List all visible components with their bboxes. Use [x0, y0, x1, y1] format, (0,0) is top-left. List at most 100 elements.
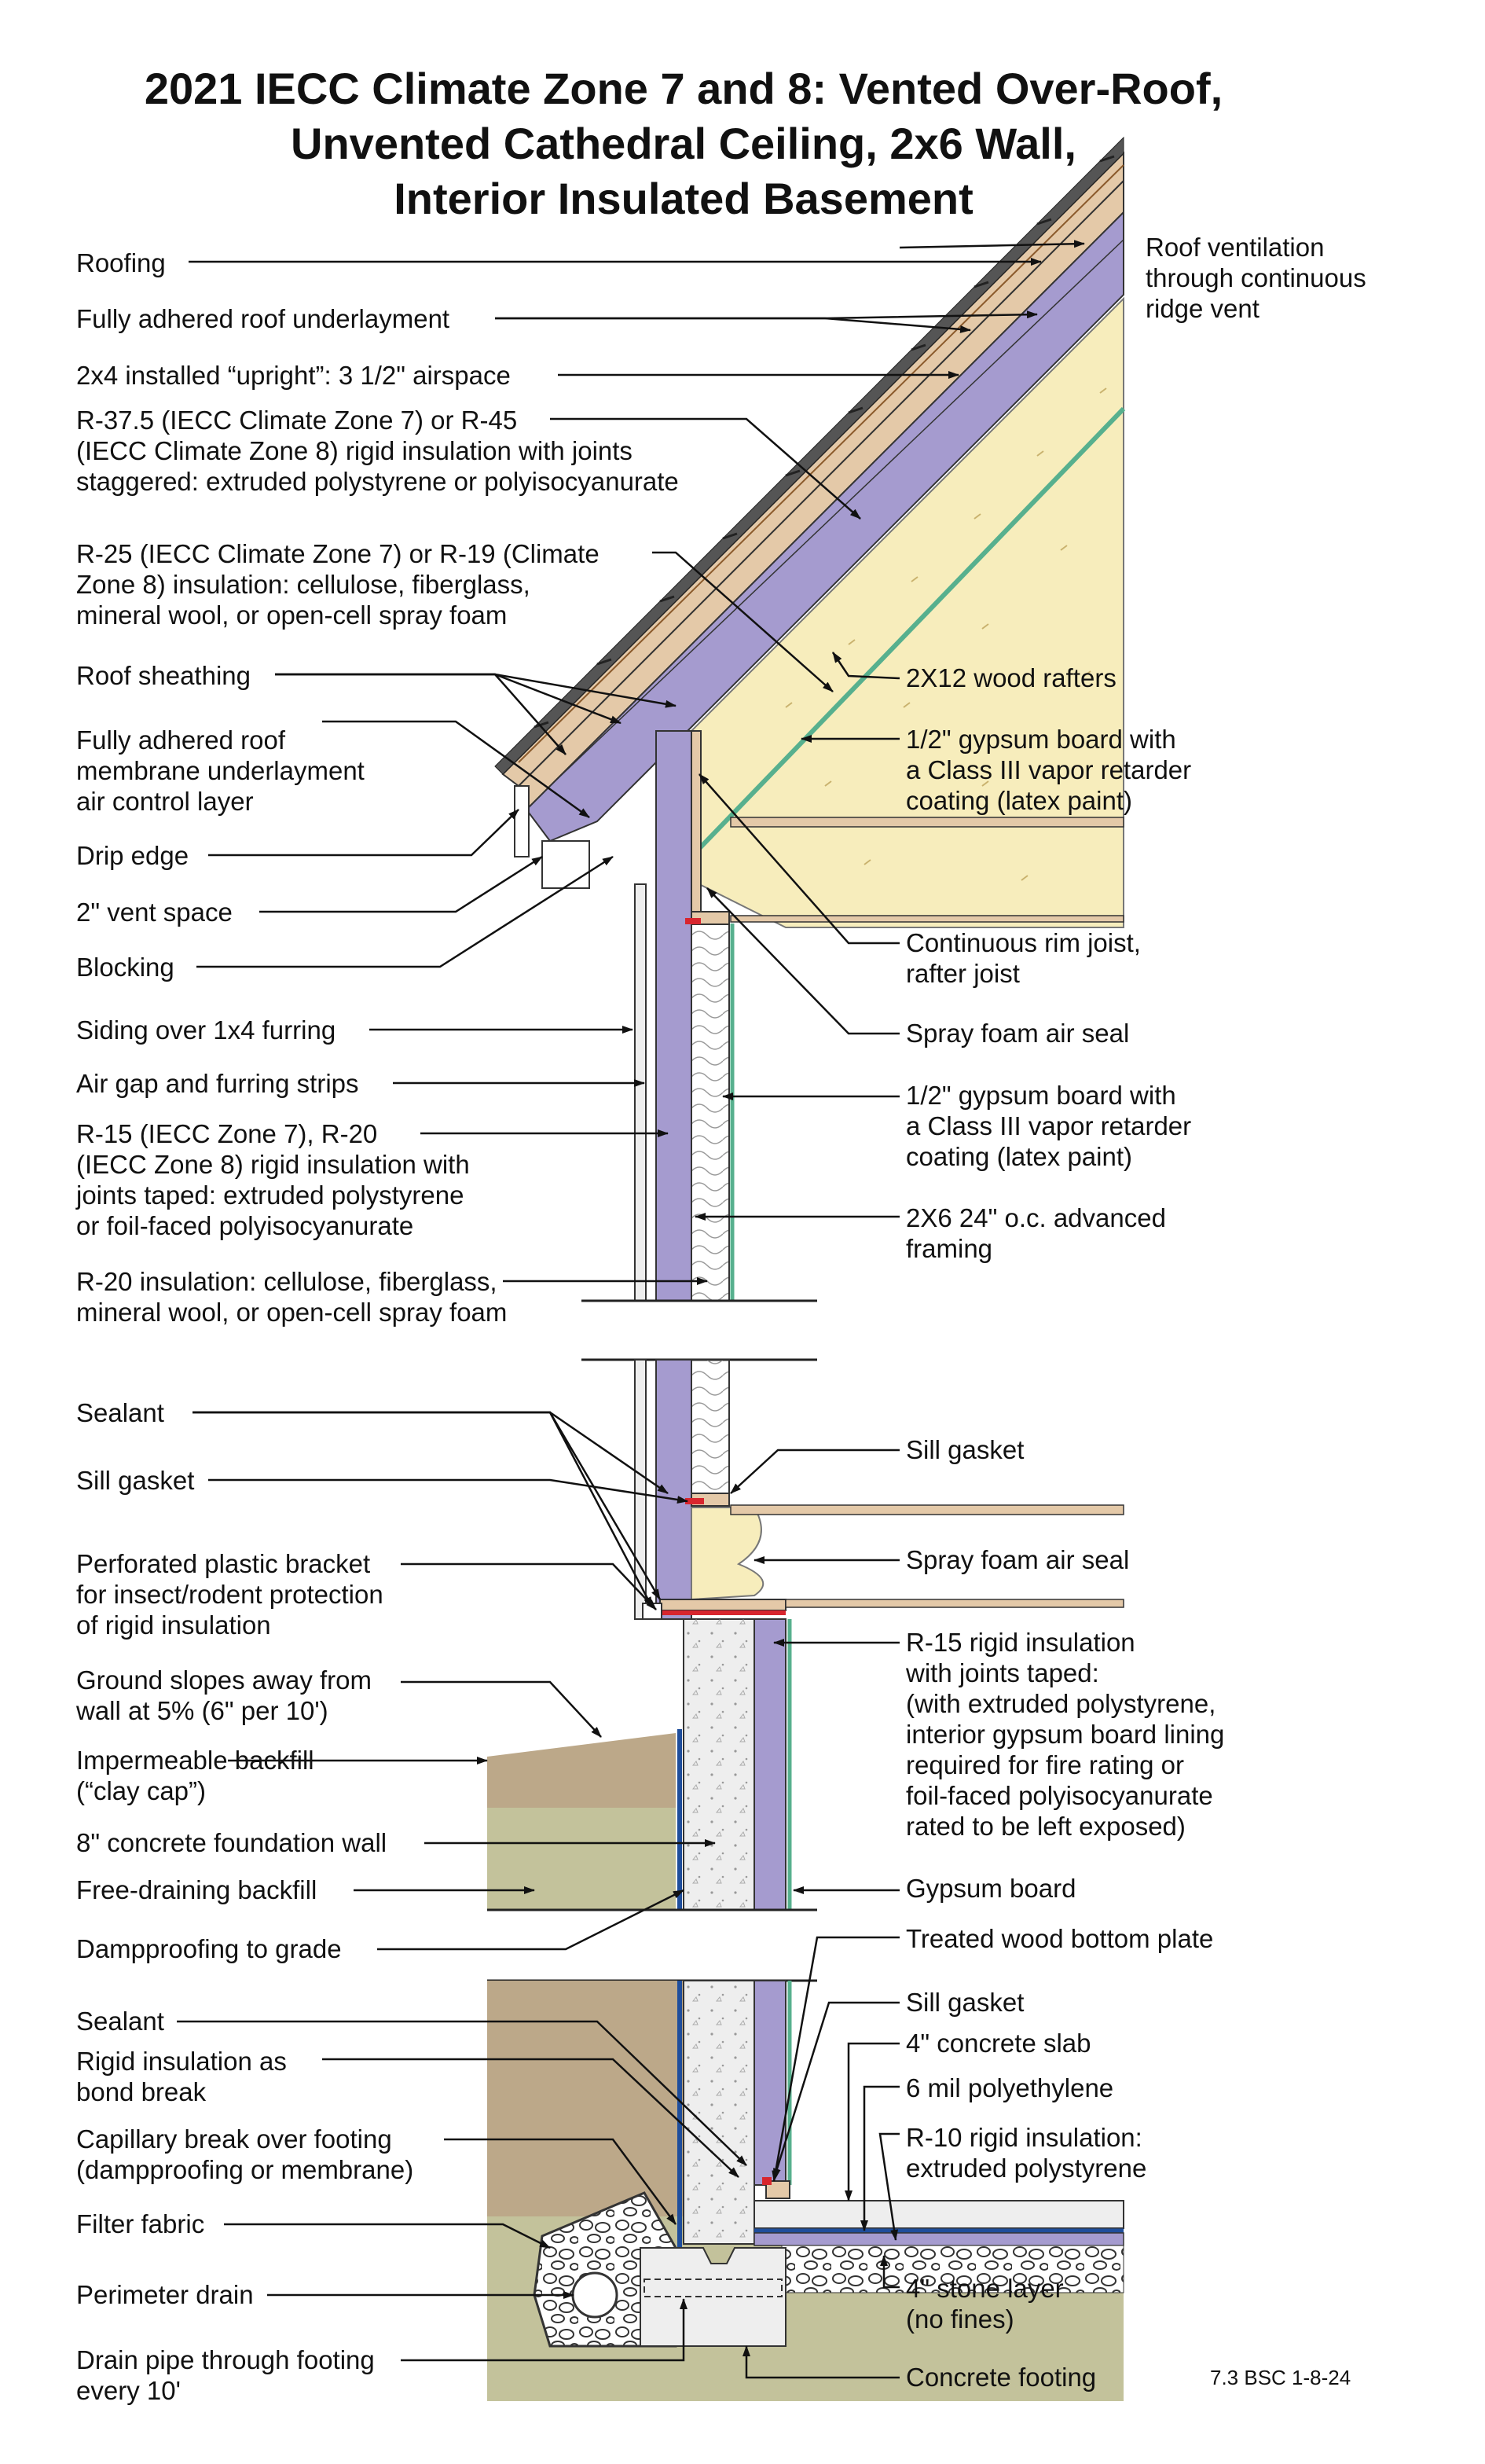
label-roof-ventilation-line3: ridge vent [1146, 294, 1260, 323]
label-plastic-bracket-line1: Perforated plastic bracket [76, 1549, 371, 1578]
upper-wall-assembly [634, 730, 1124, 1302]
drain-through-footing [644, 2279, 783, 2297]
label-spray-foam-lower-line1: Spray foam air seal [906, 1545, 1130, 1574]
label-ceiling-gypsum-line1: 1/2" gypsum board with [906, 725, 1176, 754]
label-bond-break-line2: bond break [76, 2077, 207, 2106]
label-ground-slopes-line1: Ground slopes away from [76, 1665, 372, 1695]
label-wall-rigid-insulation-line3: joints taped: extruded polystyrene [76, 1181, 464, 1210]
label-roof-membrane-line2: membrane underlayment [76, 756, 365, 785]
label-wood-rafters-line1: 2X12 wood rafters [906, 663, 1116, 692]
label-foundation-wall-line1: 8" concrete foundation wall [76, 1828, 387, 1857]
label-plastic-bracket-line3: of rigid insulation [76, 1610, 271, 1640]
label-gypsum-board-line1: Gypsum board [906, 1874, 1076, 1903]
wall-rigid-insulation-upper [655, 730, 692, 1302]
label-roof-ventilation-line1: Roof ventilation [1146, 233, 1325, 262]
label-sill-gasket-lower-line1: Sill gasket [906, 1988, 1025, 2017]
label-cavity-roof-insulation-line2: Zone 8) insulation: cellulose, fiberglas… [76, 570, 530, 599]
label-perimeter-drain-line1: Perimeter drain [76, 2280, 254, 2309]
label-drain-pipe-line2: every 10' [76, 2376, 181, 2405]
label-rigid-roof-insulation: R-37.5 (IECC Climate Zone 7) or R-45 (IE… [76, 405, 679, 497]
r15-rigid-upper [754, 1618, 786, 1911]
label-wall-gypsum-line3: coating (latex paint) [906, 1142, 1132, 1171]
label-free-draining-backfill-line1: Free-draining backfill [76, 1875, 317, 1904]
label-siding: Siding over 1x4 furring [76, 1015, 336, 1045]
reference-code: 7.3 BSC 1-8-24 [1210, 2366, 1351, 2389]
label-concrete-slab-line1: 4" concrete slab [906, 2029, 1091, 2058]
label-r15-rigid-line4: interior gypsum board lining [906, 1720, 1225, 1749]
label-drip-edge-line1: Drip edge [76, 841, 189, 870]
label-drip-edge: Drip edge [76, 840, 189, 871]
label-polyethylene: 6 mil polyethylene [906, 2073, 1113, 2103]
label-r10-rigid-line1: R-10 rigid insulation: [906, 2123, 1142, 2152]
label-wood-rafters: 2X12 wood rafters [906, 663, 1116, 693]
label-2x4-upright: 2x4 installed “upright”: 3 1/2" airspace [76, 360, 511, 391]
lower-wall-assembly [634, 1359, 1124, 1620]
label-ceiling-gypsum-line2: a Class III vapor retarder [906, 755, 1192, 784]
r10-rigid-shape [754, 2232, 1124, 2246]
title-line-3: Interior Insulated Basement [394, 174, 974, 223]
upper-sill-gasket [685, 918, 701, 924]
label-bottom-plate: Treated wood bottom plate [906, 1923, 1213, 1954]
label-sill-gasket-right-line1: Sill gasket [906, 1435, 1025, 1464]
label-wall-gypsum-line1: 1/2" gypsum board with [906, 1081, 1176, 1110]
wall-siding-upper [634, 883, 647, 1302]
leader-lines [177, 240, 1085, 2379]
label-vent-space: 2" vent space [76, 897, 233, 927]
label-plastic-bracket-line2: for insect/rodent protection [76, 1580, 383, 1609]
label-blocking: Blocking [76, 952, 174, 982]
subfloor-plate [785, 1599, 1124, 1608]
label-ground-slopes: Ground slopes away from wall at 5% (6" p… [76, 1665, 372, 1726]
wall-cavity-upper [691, 923, 730, 1302]
label-roof-sheathing: Roof sheathing [76, 660, 251, 691]
vent-space-gap [541, 840, 590, 889]
label-roof-ventilation: Roof ventilation through continuous ridg… [1146, 232, 1366, 324]
label-wall-gypsum-line2: a Class III vapor retarder [906, 1111, 1192, 1140]
label-roof-underlayment-line1: Fully adhered roof underlayment [76, 304, 450, 333]
label-wall-rigid-insulation-line1: R-15 (IECC Zone 7), R-20 [76, 1119, 378, 1148]
label-spray-foam-upper: Spray foam air seal [906, 1018, 1129, 1048]
title-line-1: 2021 IECC Climate Zone 7 and 8: Vented O… [144, 64, 1223, 113]
diagram-title: 2021 IECC Climate Zone 7 and 8: Vented O… [0, 61, 1367, 226]
label-stone-layer: 4" stone layer (no fines) [906, 2273, 1064, 2334]
label-cavity-roof-insulation-line3: mineral wool, or open-cell spray foam [76, 600, 508, 630]
label-wall-rigid-insulation-line2: (IECC Zone 8) rigid insulation with [76, 1150, 470, 1179]
label-rigid-roof-insulation-line1: R-37.5 (IECC Climate Zone 7) or R-45 [76, 406, 518, 435]
label-advanced-framing-line2: framing [906, 1234, 993, 1263]
label-gypsum-board: Gypsum board [906, 1873, 1076, 1904]
label-capillary-break-line1: Capillary break over footing [76, 2124, 392, 2154]
label-vent-space-line1: 2" vent space [76, 898, 233, 927]
label-concrete-footing: Concrete footing [906, 2362, 1096, 2392]
roof-assembly [494, 136, 1126, 928]
free-draining-backfill-upper [487, 1808, 676, 1910]
label-stone-layer-line2: (no fines) [906, 2304, 1014, 2334]
label-roof-ventilation-line2: through continuous [1146, 263, 1366, 292]
label-roof-membrane: Fully adhered roof membrane underlayment… [76, 725, 365, 817]
r15-rigid-lower [754, 1980, 786, 2186]
wall-stud-top [691, 730, 702, 920]
wall-break-lines [581, 1299, 817, 1361]
label-foundation-wall: 8" concrete foundation wall [76, 1827, 387, 1858]
label-filter-fabric: Filter fabric [76, 2209, 204, 2239]
roof-shingles [494, 136, 1124, 775]
label-bottom-plate-line1: Treated wood bottom plate [906, 1924, 1214, 1953]
label-bond-break: Rigid insulation as bond break [76, 2046, 287, 2107]
label-2x4-upright-line1: 2x4 installed “upright”: 3 1/2" airspace [76, 361, 511, 390]
label-plastic-bracket: Perforated plastic bracket for insect/ro… [76, 1548, 383, 1640]
label-impermeable-backfill-line2: (“clay cap”) [76, 1776, 207, 1805]
clay-lower [487, 1981, 684, 2216]
perimeter-drain-pipe [571, 2271, 618, 2319]
label-r15-rigid-line7: rated to be left exposed) [906, 1812, 1186, 1841]
lower-sill-gasket-shape [762, 2177, 772, 2185]
label-rigid-roof-insulation-line3: staggered: extruded polystyrene or polyi… [76, 467, 679, 496]
label-spray-foam-lower: Spray foam air seal [906, 1544, 1129, 1575]
label-sill-gasket-lower: Sill gasket [906, 1987, 1024, 2018]
label-advanced-framing-line1: 2X6 24" o.c. advanced [906, 1203, 1166, 1232]
label-roof-sheathing-line1: Roof sheathing [76, 661, 251, 690]
label-dampproofing: Dampproofing to grade [76, 1933, 342, 1964]
sill-plate [659, 1599, 786, 1611]
label-impermeable-backfill-line1: Impermeable backfill [76, 1746, 314, 1775]
label-wall-gypsum: 1/2" gypsum board with a Class III vapor… [906, 1080, 1191, 1172]
label-rim-joist-line1: Continuous rim joist, [906, 928, 1141, 957]
label-sill-gasket-left: Sill gasket [76, 1465, 194, 1496]
